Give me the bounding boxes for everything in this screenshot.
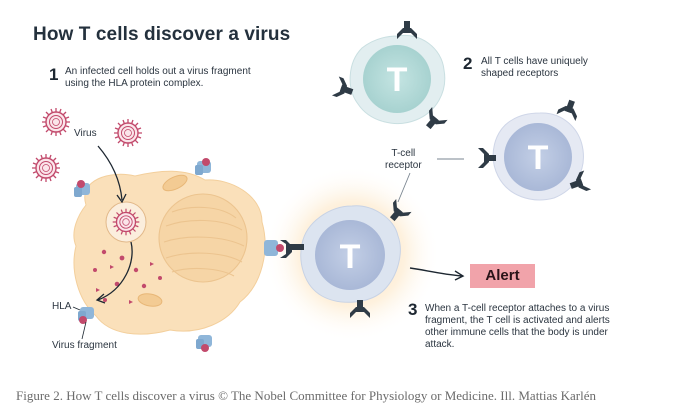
- t-cell-nucleus: [363, 45, 431, 113]
- virus-fragment-label: Virus fragment: [52, 340, 117, 351]
- alert-arrow: [409, 267, 463, 277]
- step-3-text: When a T-cell receptor attaches to a vir…: [425, 303, 610, 350]
- internalized-virus-icon: [112, 208, 140, 236]
- figure-caption: Figure 2. How T cells discover a virus ©…: [16, 388, 596, 403]
- virus-entry-arrow: [97, 145, 123, 201]
- virus-fragments: [93, 249, 162, 304]
- hla-complex: [196, 335, 212, 352]
- step-2-number: 2: [463, 54, 473, 73]
- diagram-title: How T cells discover a virus: [33, 24, 291, 45]
- step-1-number: 1: [49, 65, 59, 84]
- t-cell-nucleus: [315, 220, 385, 290]
- step-1-text: An infected cell holds out a virus fragm…: [65, 66, 251, 89]
- hla-complex-contact: [264, 240, 284, 256]
- bound-receptor: [280, 240, 304, 258]
- cell-mitochondria: [137, 174, 188, 307]
- t-cell-letter: T: [528, 139, 549, 177]
- step-2-text: All T cells have uniquely shaped recepto…: [481, 56, 588, 79]
- hla-label: HLA: [52, 301, 72, 312]
- hla-complex: [74, 180, 90, 197]
- diagram-canvas: T T T: [31, 21, 592, 352]
- step-3-number: 3: [408, 300, 418, 319]
- hla-complex: [195, 158, 211, 175]
- virus-label: Virus: [74, 128, 97, 139]
- virus-icon: [113, 118, 143, 148]
- alert-badge: Alert: [470, 264, 535, 288]
- virus-icon: [31, 153, 61, 183]
- hla-complex: [78, 307, 94, 324]
- t-cell-letter: T: [387, 61, 408, 99]
- t-cell-nucleus: [504, 123, 572, 191]
- fragment-arrow: [97, 241, 133, 301]
- virus-icon: [41, 107, 71, 137]
- t-cell-receptor-label: T-cell receptor: [385, 148, 422, 171]
- cell-nucleus: [158, 193, 248, 283]
- receptor-pointer: [397, 172, 411, 203]
- t-cell-letter: T: [340, 238, 361, 276]
